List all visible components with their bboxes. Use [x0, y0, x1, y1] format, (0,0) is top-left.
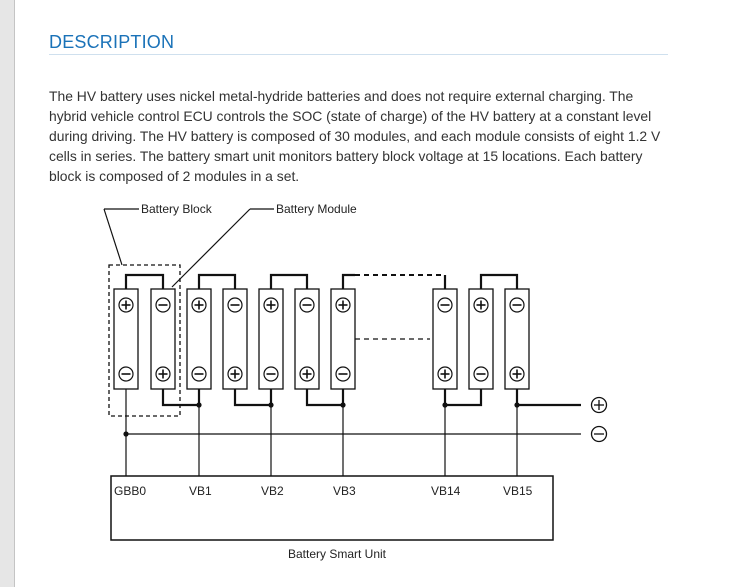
junction-dot	[196, 402, 202, 408]
description-paragraph: The HV battery uses nickel metal-hydride…	[49, 88, 661, 184]
junction-dot	[123, 431, 129, 437]
bottom-link-2	[233, 389, 273, 407]
battery-block-leader-diag	[103, 208, 123, 266]
section-heading: DESCRIPTION	[49, 32, 175, 52]
junction-dot	[268, 402, 274, 408]
bottom-link-4	[443, 389, 483, 407]
battery-smart-unit-box	[110, 475, 554, 541]
battery-module-leader-diag	[171, 208, 251, 288]
tap-label-vb15: VB15	[503, 484, 533, 498]
tap-label-vb14: VB14	[431, 484, 461, 498]
tap-label-vb2: VB2	[261, 484, 284, 498]
top-link-6	[479, 273, 519, 289]
top-link-2	[197, 273, 237, 289]
tap-label-vb1: VB1	[189, 484, 212, 498]
bottom-link-3	[305, 389, 345, 407]
junction-dot	[514, 402, 520, 408]
junction-dot	[340, 402, 346, 408]
tap-label-vb3: VB3	[333, 484, 356, 498]
tap-label-gbb0: GBB0	[114, 484, 146, 498]
battery-block-outline	[108, 264, 181, 417]
battery-module-callout: Battery Module	[276, 202, 357, 216]
battery-block-callout: Battery Block	[141, 202, 213, 216]
bottom-link-5	[515, 389, 581, 407]
bottom-link-1	[161, 389, 201, 407]
left-page-border	[0, 0, 15, 587]
top-link-4	[341, 273, 355, 289]
heading-divider	[49, 54, 668, 55]
top-link-1	[124, 273, 165, 289]
top-link-3	[269, 273, 309, 289]
battery-smart-unit-label: Battery Smart Unit	[288, 547, 387, 561]
junction-dot	[442, 402, 448, 408]
